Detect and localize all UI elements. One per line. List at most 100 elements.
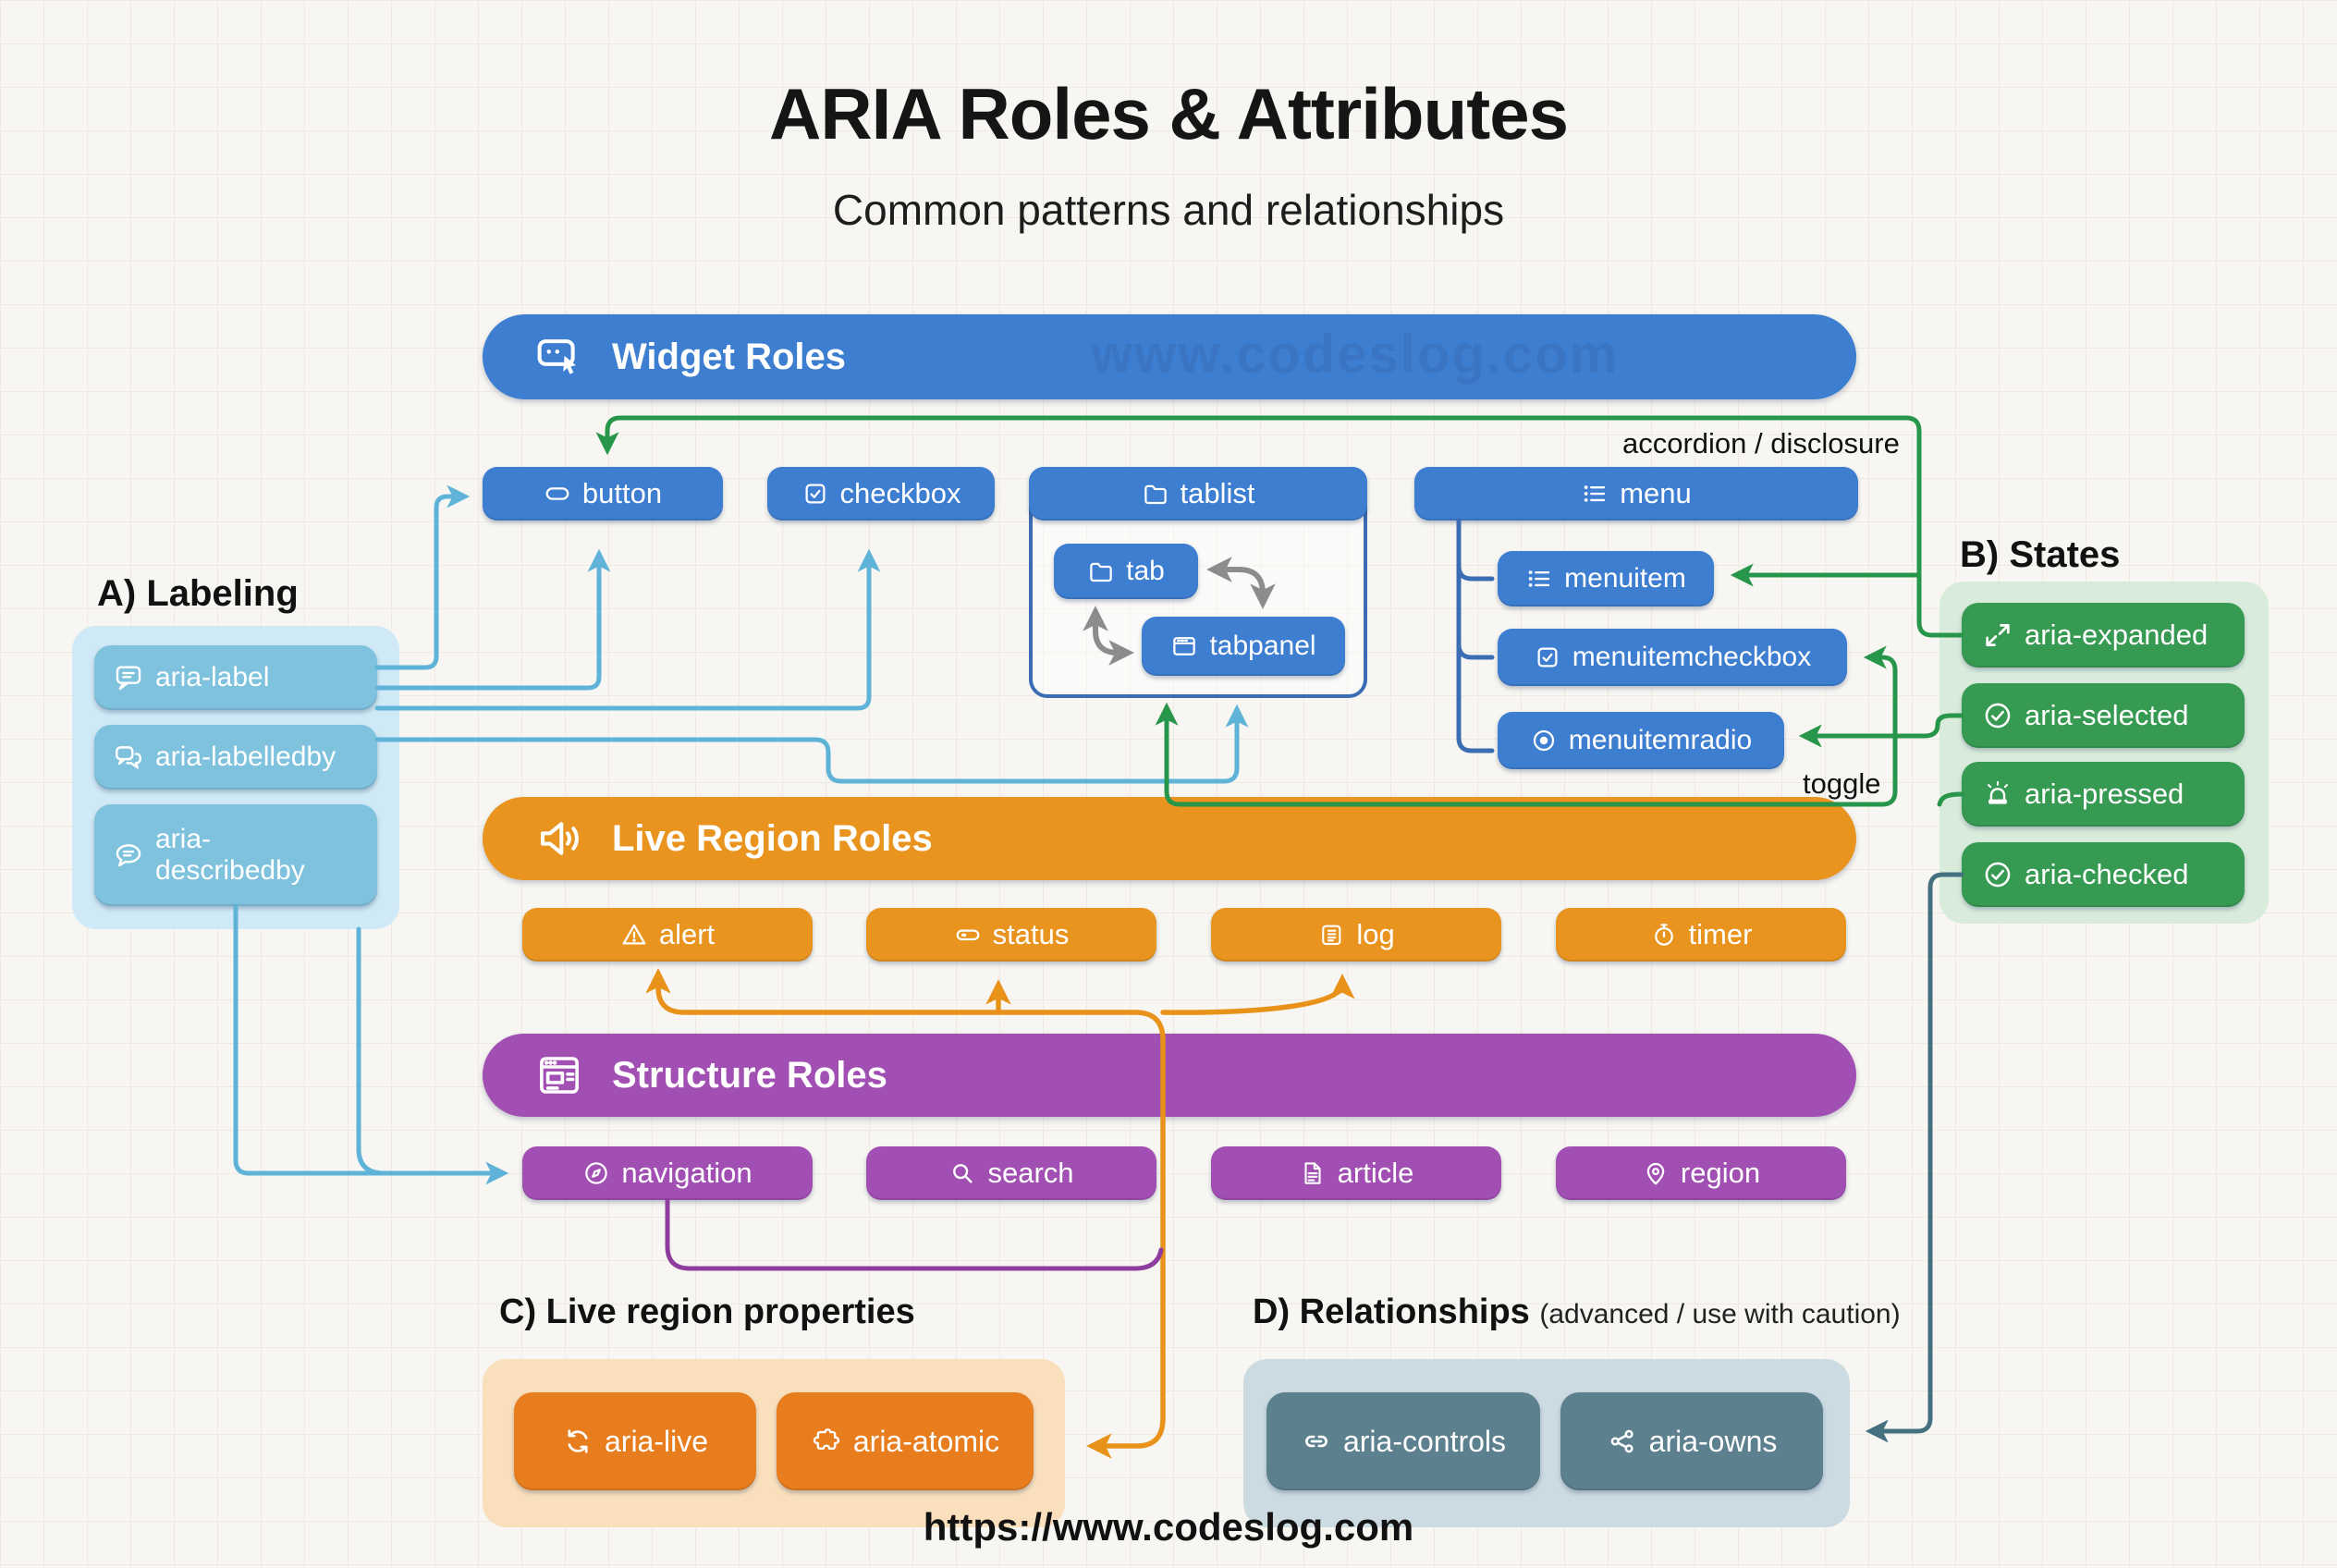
node-aria-selected: aria-selected — [1962, 683, 2245, 748]
node-region-label: region — [1680, 1157, 1761, 1189]
node-aria-selected-label: aria-selected — [2025, 699, 2189, 731]
puzzle-icon — [813, 1428, 840, 1450]
live-region-roles-title: Live Region Roles — [612, 817, 933, 859]
magnifier-icon — [953, 1164, 973, 1183]
node-aria-atomic: aria-atomic — [777, 1392, 1034, 1490]
node-status-label: status — [992, 918, 1070, 950]
states-heading: B) States — [1960, 534, 2121, 575]
node-aria-describedby: aria-describedby — [94, 804, 377, 906]
speech-bubble-icon — [116, 666, 141, 691]
page-title: ARIA Roles & Attributes — [769, 73, 1569, 154]
node-tablist: tablist — [1029, 467, 1367, 521]
node-menuitemradio: menuitemradio — [1498, 712, 1784, 769]
node-search: search — [866, 1146, 1156, 1200]
browser-layout-icon — [534, 1050, 584, 1100]
node-aria-owns-label: aria-owns — [1648, 1424, 1778, 1458]
toggle-label: toggle — [1803, 767, 1881, 800]
expand-arrows-icon — [1986, 624, 2010, 646]
speaker-icon — [534, 814, 584, 864]
node-menuitem-label: menuitem — [1564, 563, 1686, 594]
check-circle-icon — [1985, 862, 2011, 888]
relationships-heading: D) Relationships (advanced / use with ca… — [1253, 1292, 1901, 1332]
document-icon — [1304, 1162, 1321, 1184]
compass-icon — [585, 1162, 608, 1184]
button-icon — [545, 487, 569, 500]
window-icon — [1173, 637, 1196, 655]
share-icon — [1610, 1429, 1633, 1453]
connector-aria-label-checkbox — [374, 548, 881, 711]
node-aria-pressed: aria-pressed — [1962, 762, 2245, 827]
node-aria-atomic-label: aria-atomic — [852, 1424, 1000, 1458]
connector-liveprops-log — [1160, 974, 1355, 1015]
node-alert-label: alert — [658, 918, 716, 950]
list-icon — [1584, 485, 1607, 502]
structure-roles-bar: Structure Roles — [483, 1034, 1856, 1117]
node-article-label: article — [1337, 1157, 1414, 1189]
node-aria-label: aria-label — [94, 645, 377, 710]
folder-icon — [1144, 484, 1167, 505]
node-button: button — [483, 467, 723, 521]
node-aria-expanded-label: aria-expanded — [2025, 619, 2209, 651]
node-aria-checked-label: aria-checked — [2025, 858, 2189, 890]
node-alert: alert — [522, 908, 813, 962]
accordion-disclosure-label: accordion / disclosure — [1622, 427, 1900, 459]
labeling-heading: A) Labeling — [97, 573, 299, 614]
widget-roles-icon — [534, 332, 584, 382]
relationships-heading-main: D) Relationships — [1253, 1292, 1530, 1331]
node-search-label: search — [987, 1157, 1074, 1189]
connector-aria-label-button-bottom — [374, 548, 611, 691]
node-log: log — [1211, 908, 1501, 962]
node-aria-live-label: aria-live — [604, 1424, 709, 1458]
node-checkbox: checkbox — [767, 467, 995, 521]
node-menu: menu — [1414, 467, 1858, 521]
node-aria-labelledby-label: aria-labelledby — [155, 741, 336, 772]
connector-aria-labelledby-tabpanel — [374, 704, 1249, 784]
node-menuitemradio-label: menuitemradio — [1568, 725, 1753, 755]
check-circle-icon — [1985, 703, 2011, 729]
connector-labeling-panel-join — [356, 926, 384, 1176]
relationships-heading-note: (advanced / use with caution) — [1539, 1299, 1901, 1329]
node-navigation: navigation — [522, 1146, 813, 1200]
node-tab-label: tab — [1126, 556, 1165, 586]
page-subtitle: Common patterns and relationships — [832, 186, 1505, 234]
map-pin-icon — [1646, 1162, 1665, 1185]
node-menu-label: menu — [1620, 477, 1692, 509]
node-tabpanel: tabpanel — [1142, 617, 1345, 676]
refresh-icon — [568, 1429, 588, 1453]
siren-icon — [1987, 780, 2009, 805]
node-aria-pressed-label: aria-pressed — [2025, 778, 2184, 810]
live-region-roles-bar: Live Region Roles — [483, 797, 1856, 880]
node-tablist-label: tablist — [1180, 477, 1255, 509]
node-aria-checked: aria-checked — [1962, 842, 2245, 907]
widget-roles-title: Widget Roles — [612, 336, 846, 377]
node-aria-describedby-label: aria-describedby — [155, 823, 305, 887]
menu-tree-connector — [1456, 518, 1495, 753]
checkbox-icon — [1537, 647, 1558, 668]
stopwatch-icon — [1654, 924, 1673, 946]
watermark: www.codeslog.com — [1091, 325, 1620, 385]
node-article: article — [1211, 1146, 1501, 1200]
structure-roles-title: Structure Roles — [612, 1054, 887, 1096]
node-aria-owns: aria-owns — [1560, 1392, 1823, 1490]
live-props-heading: C) Live region properties — [499, 1292, 915, 1331]
node-aria-label-label: aria-label — [155, 662, 270, 692]
node-tabpanel-label: tabpanel — [1209, 631, 1316, 661]
footer-url: https://www.codeslog.com — [923, 1505, 1414, 1549]
node-tab: tab — [1054, 544, 1198, 599]
node-navigation-label: navigation — [621, 1157, 752, 1189]
speech-bubbles-icon — [116, 746, 141, 769]
warning-triangle-icon — [621, 924, 646, 945]
node-aria-expanded: aria-expanded — [1962, 603, 2245, 668]
node-region: region — [1556, 1146, 1846, 1200]
speech-bubble-lines-icon — [116, 844, 141, 867]
connector-aria-selected-menuitemradio — [1798, 713, 1964, 748]
node-menuitemcheckbox-label: menuitemcheckbox — [1572, 642, 1812, 672]
node-aria-labelledby: aria-labelledby — [94, 725, 377, 790]
node-status: status — [866, 908, 1156, 962]
node-aria-live: aria-live — [514, 1392, 756, 1490]
scroll-icon — [1322, 925, 1341, 946]
node-log-label: log — [1356, 918, 1395, 950]
widget-roles-bar: Widget Roles — [483, 314, 1856, 399]
connector-aria-describedby-navigation — [233, 903, 509, 1185]
